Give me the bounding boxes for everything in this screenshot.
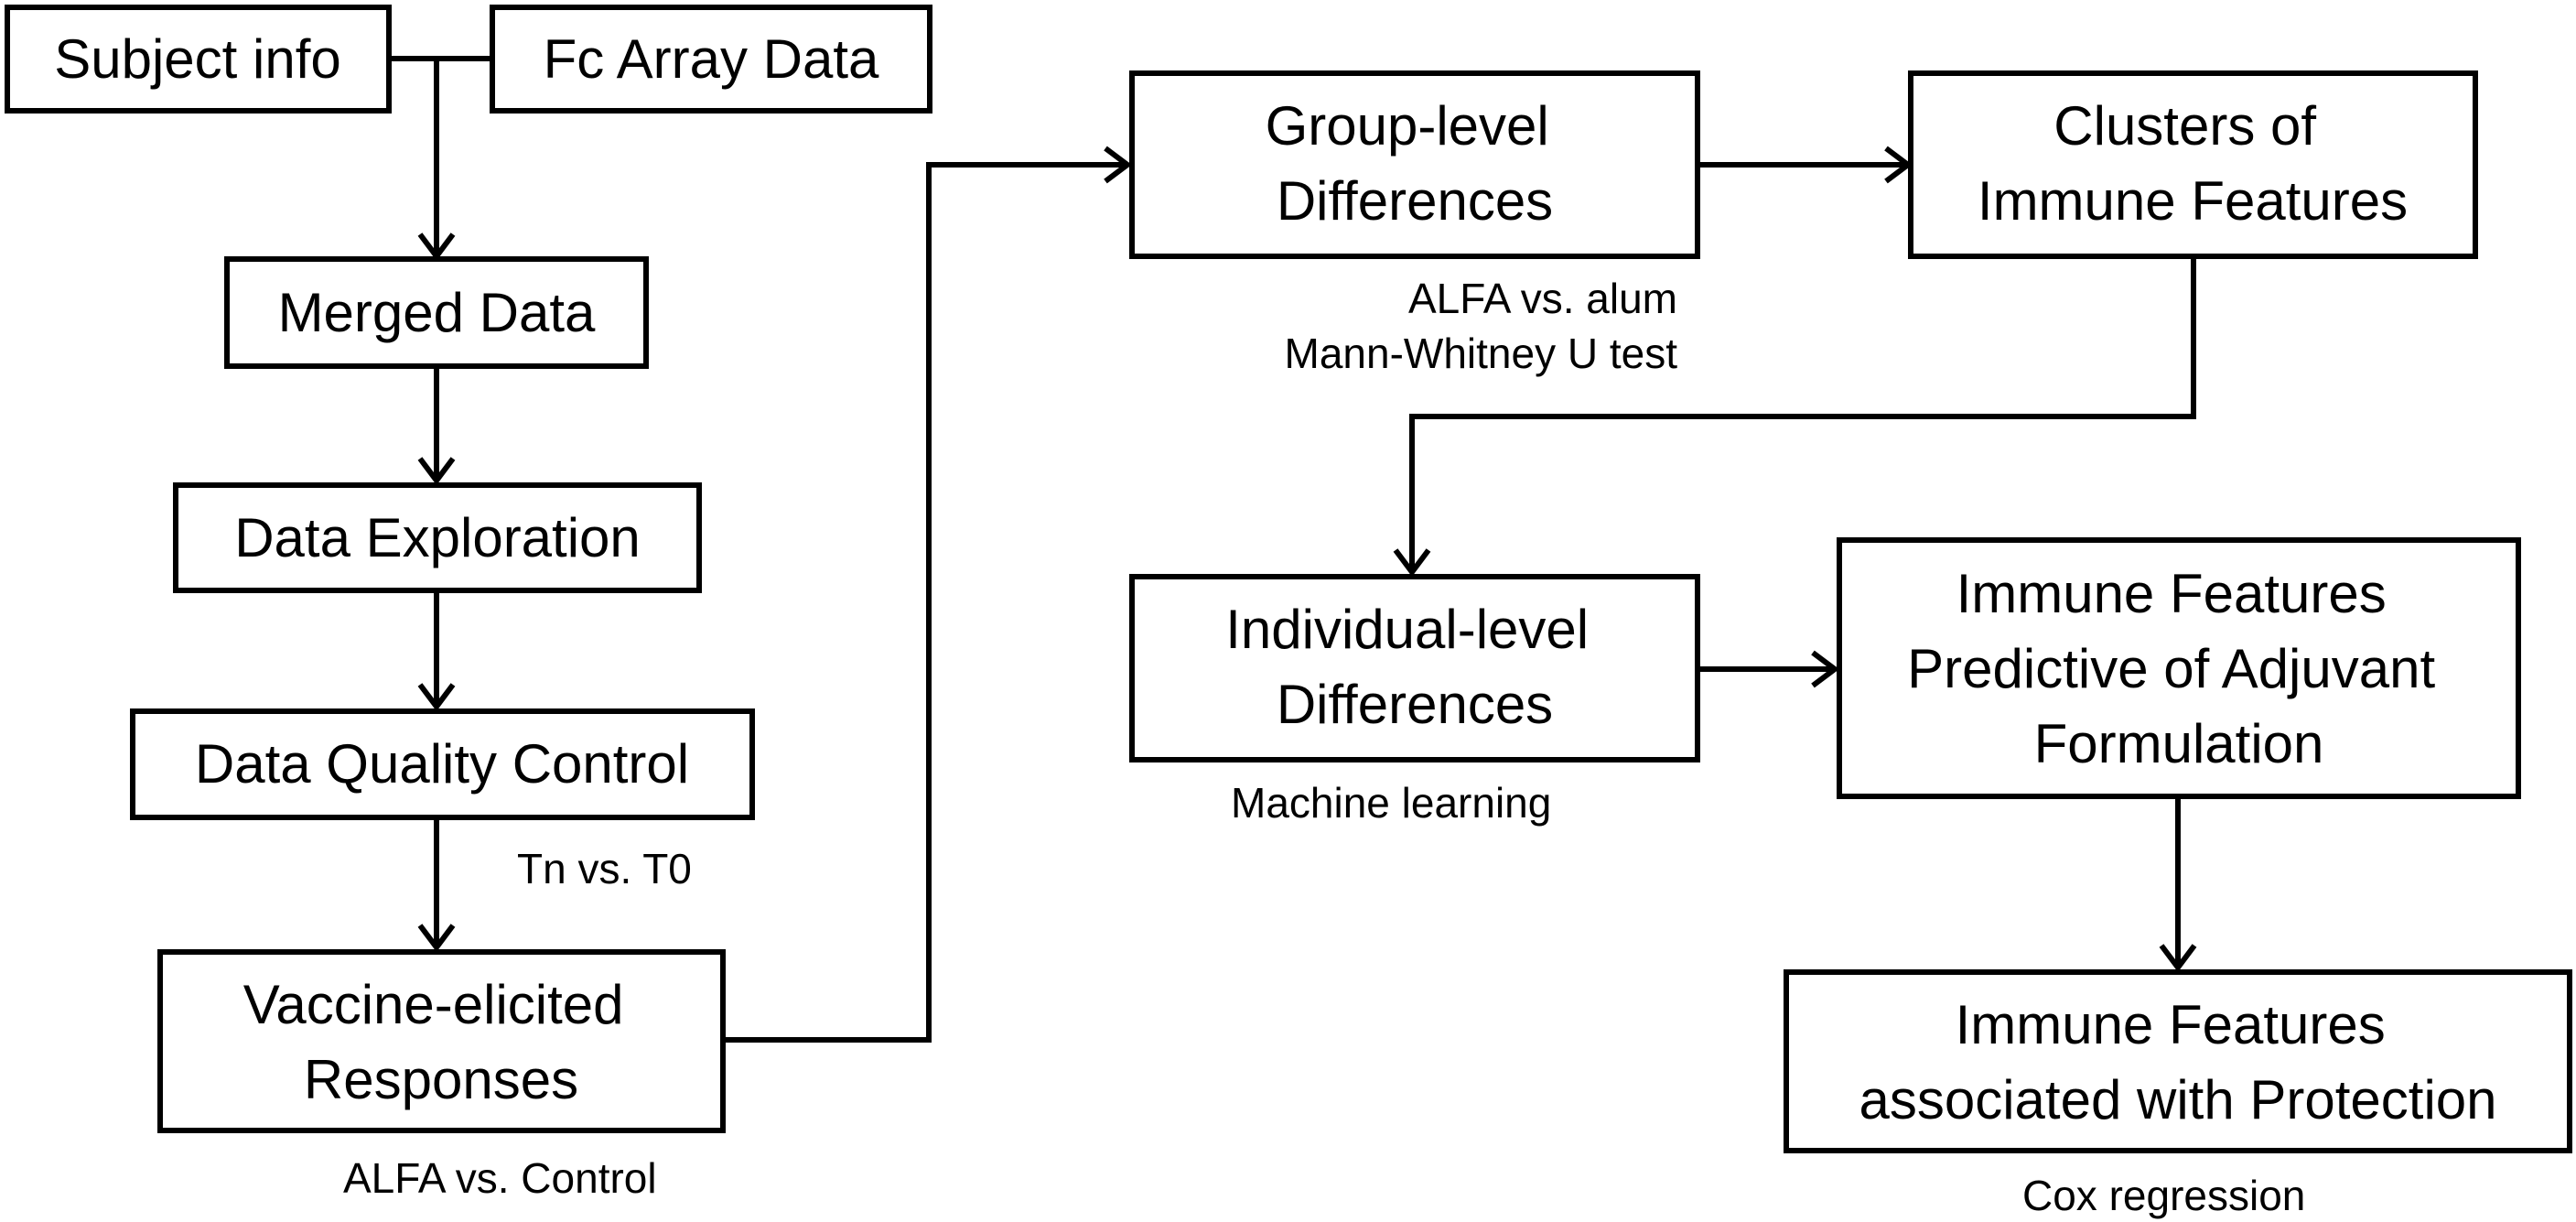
box-data-exploration-line: Data Exploration [234, 507, 641, 568]
box-clusters-of-immune-features-line-2: Immune Features [1978, 170, 2408, 232]
arrowhead-exploration [417, 457, 456, 485]
connector-clusters-to-individual [1409, 256, 2196, 572]
annotations: Tn vs. T0 ALFA vs. Control ALFA vs. alum… [343, 275, 2305, 1219]
box-immune-features-predictive-line-2: Predictive of Adjuvant [1907, 638, 2435, 699]
arrowhead-predictive [1811, 650, 1839, 688]
box-vaccine-elicited-responses: Vaccine-elicited Responses [157, 949, 726, 1133]
note-machine-learning: Machine learning [1231, 779, 1551, 827]
box-group-level-differences-line-2: Differences [1277, 170, 1553, 232]
box-group-level-differences-line-1: Group-level [1266, 95, 1549, 157]
box-immune-features-predictive: Immune Features Predictive of Adjuvant F… [1837, 537, 2521, 799]
svg-text:Immune Features Predicti: Immune Features Predictive of Adjuvant F… [1907, 563, 2451, 774]
svg-text:Clusters of Immune Featu: Clusters of Immune Features [1978, 95, 2408, 232]
svg-text:Individual-level Differe: Individual-level Differences [1225, 599, 1604, 735]
box-individual-level-differences-line-1: Individual-level [1225, 599, 1589, 660]
svg-text:Vaccine-elicited Respons: Vaccine-elicited Responses [243, 974, 639, 1110]
svg-text:Data Quality Control: Data Quality Control [195, 733, 689, 795]
box-immune-features-predictive-line-3: Formulation [2034, 713, 2324, 774]
box-group-level-differences: Group-level Differences [1129, 70, 1700, 259]
arrowhead-individual [1393, 548, 1431, 577]
connectors [389, 56, 2196, 1043]
svg-text:Fc Array Data: Fc Array Data [544, 28, 879, 90]
svg-text:Immune Features associat: Immune Features associated with Protecti… [1859, 994, 2496, 1130]
svg-text:Group-level Differences: Group-level Differences [1266, 95, 1565, 232]
box-data-quality-control-line: Data Quality Control [195, 733, 689, 795]
box-fc-array-data-line: Fc Array Data [544, 28, 879, 90]
box-data-exploration: Data Exploration [173, 482, 702, 593]
box-merged-data-line: Merged Data [278, 282, 596, 343]
box-fc-array-data: Fc Array Data [490, 5, 932, 114]
box-immune-features-protection-line-2: associated with Protection [1859, 1069, 2496, 1130]
box-vaccine-elicited-responses-line-2: Responses [304, 1049, 578, 1110]
box-data-quality-control: Data Quality Control [130, 708, 755, 820]
box-immune-features-protection: Immune Features associated with Protecti… [1784, 969, 2572, 1153]
connector-vaccine-to-group [723, 162, 1127, 1043]
box-merged-data: Merged Data [224, 256, 649, 369]
arrowhead-protection [2159, 944, 2197, 972]
box-immune-features-protection-line-1: Immune Features [1956, 994, 2386, 1055]
arrowhead-quality [417, 683, 456, 711]
box-subject-info: Subject info [5, 5, 392, 114]
svg-text:Data Exploration: Data Exploration [234, 507, 641, 568]
box-clusters-of-immune-features: Clusters of Immune Features [1908, 70, 2478, 259]
arrowheads [417, 146, 2197, 972]
note-mann-whitney: Mann-Whitney U test [1285, 330, 1678, 377]
note-cox-regression: Cox regression [2022, 1172, 2305, 1219]
svg-text:Subject info: Subject info [54, 28, 341, 90]
box-vaccine-elicited-responses-line-1: Vaccine-elicited [243, 974, 624, 1035]
note-tn-vs-t0: Tn vs. T0 [517, 845, 692, 892]
box-clusters-of-immune-features-line-1: Clusters of [2053, 95, 2316, 157]
note-alfa-vs-alum: ALFA vs. alum [1408, 275, 1677, 322]
arrowhead-group [1104, 146, 1132, 184]
box-immune-features-predictive-line-1: Immune Features [1956, 563, 2387, 624]
box-individual-level-differences-line-2: Differences [1277, 674, 1553, 735]
box-individual-level-differences: Individual-level Differences [1129, 574, 1700, 762]
box-subject-info-line: Subject info [54, 28, 341, 90]
note-alfa-vs-control: ALFA vs. Control [343, 1154, 657, 1202]
arrowhead-vaccine [417, 924, 456, 952]
svg-text:Merged Data: Merged Data [278, 282, 596, 343]
